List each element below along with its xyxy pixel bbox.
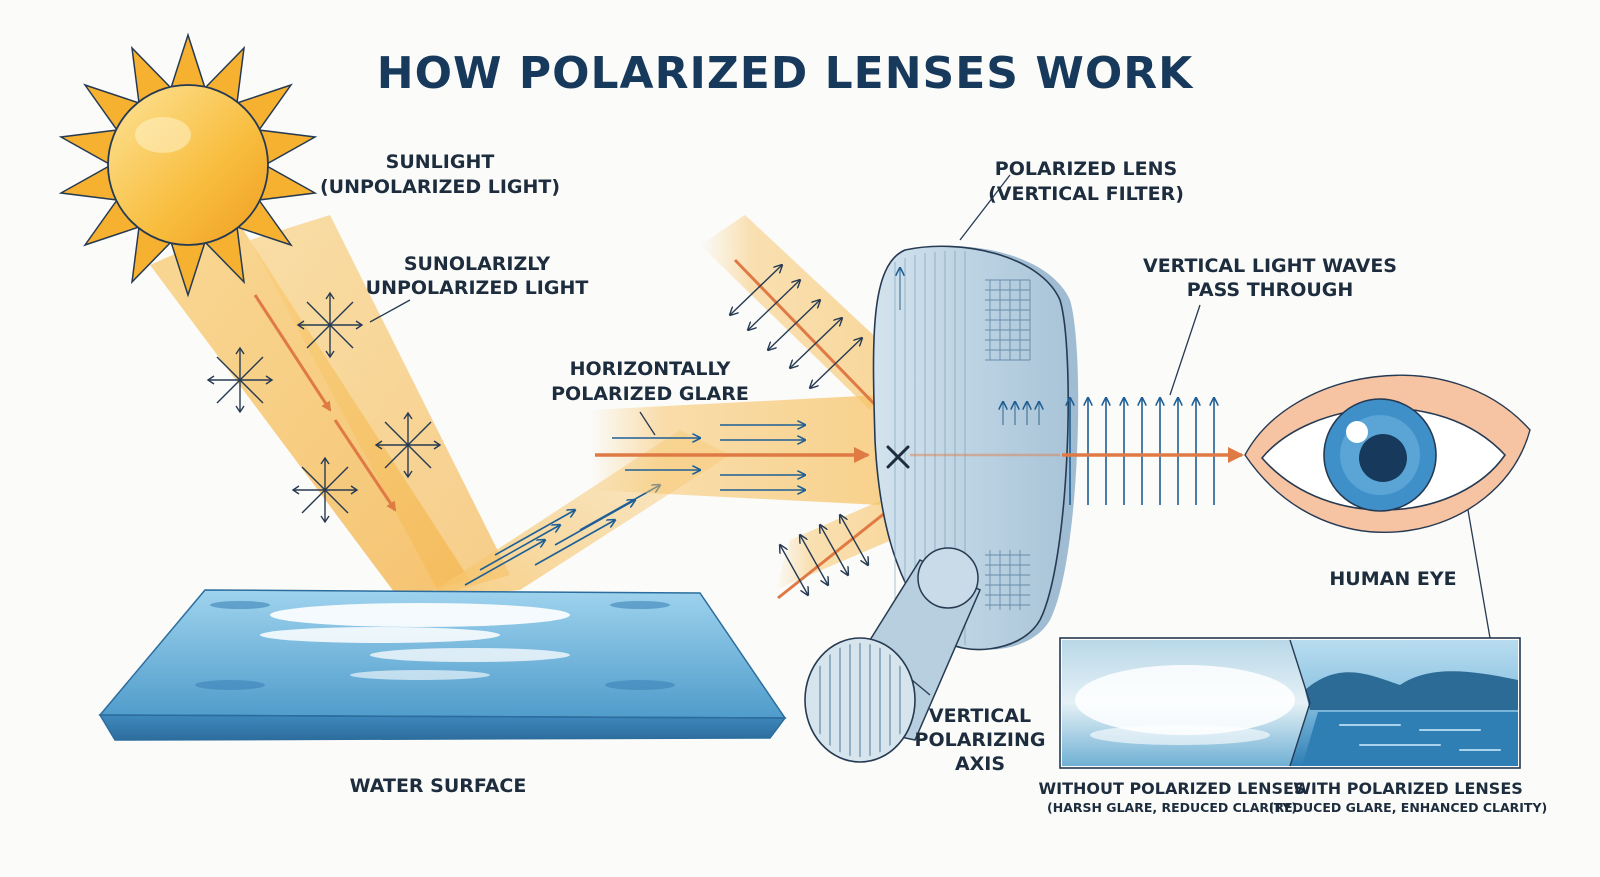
with-polarized-image — [1290, 640, 1518, 766]
glare-wave-arrow — [534, 520, 615, 566]
without-lenses-sublabel: (HARSH GLARE, REDUCED CLARITY) — [1047, 800, 1297, 815]
with-lenses-label: WITH POLARIZED LENSES — [1293, 779, 1523, 798]
polarizing-axis-cylinder — [804, 547, 981, 763]
unpolarized-light-symbols — [206, 291, 442, 524]
glare-label: HORIZONTALLY — [570, 358, 731, 380]
transmitted-vertical-waves — [910, 398, 1244, 505]
leader-lines — [369, 174, 1491, 696]
comparison-panel — [1059, 637, 1521, 769]
polarization-arrow — [810, 338, 862, 388]
axis-label-2: POLARIZING — [915, 729, 1046, 751]
page-title: HOW POLARIZED LENSES WORK — [377, 48, 1194, 99]
lens-sublabel: (VERTICAL FILTER) — [988, 183, 1184, 205]
unpolarized-star-icon — [374, 411, 442, 479]
without-lenses-label: WITHOUT POLARIZED LENSES — [1038, 779, 1305, 798]
polarization-arrow — [840, 515, 868, 565]
glare-wave-arrow — [494, 510, 575, 556]
sun-icon — [58, 32, 318, 298]
lens-label: POLARIZED LENS — [995, 158, 1177, 180]
axis-label-1: VERTICAL — [929, 705, 1031, 727]
axis-label-3: AXIS — [955, 753, 1005, 775]
reflected-light-label: SUNOLARIZLY — [404, 253, 551, 275]
human-eye-icon — [1244, 374, 1531, 533]
eye-label: HUMAN EYE — [1329, 568, 1456, 590]
unpolarized-star-icon — [291, 456, 359, 524]
water-label: WATER SURFACE — [350, 775, 527, 797]
labels: SUNLIGHT (UNPOLARIZED LIGHT) SUNOLARIZLY… — [320, 151, 1547, 815]
unpolarized-star-icon — [296, 291, 364, 359]
lower-beam-into-lens — [775, 490, 915, 600]
glare-sublabel: POLARIZED GLARE — [551, 383, 749, 405]
glare-wave-arrow — [479, 525, 560, 571]
glare-wave-arrow — [554, 500, 635, 546]
waves-label: VERTICAL LIGHT WAVES — [1143, 255, 1397, 277]
ray-arrow — [253, 294, 332, 412]
water-surface — [98, 589, 787, 741]
sunlight-sublabel: (UNPOLARIZED LIGHT) — [320, 176, 560, 198]
sunlight-label: SUNLIGHT — [386, 151, 495, 173]
unpolarized-star-icon — [206, 346, 274, 414]
blocked-glare-x-icon — [886, 445, 910, 469]
upper-beam-into-lens — [700, 215, 900, 417]
glare-wave-arrow — [464, 540, 545, 586]
ray-arrow — [333, 419, 397, 512]
without-polarized-image — [1062, 640, 1310, 766]
reflected-light-sublabel: UNPOLARIZED LIGHT — [366, 277, 589, 299]
horizontal-glare-beam — [590, 395, 880, 505]
with-lenses-sublabel: (REDUCED GLARE, ENHANCED CLARITY) — [1269, 800, 1547, 815]
waves-sublabel: PASS THROUGH — [1187, 279, 1354, 301]
